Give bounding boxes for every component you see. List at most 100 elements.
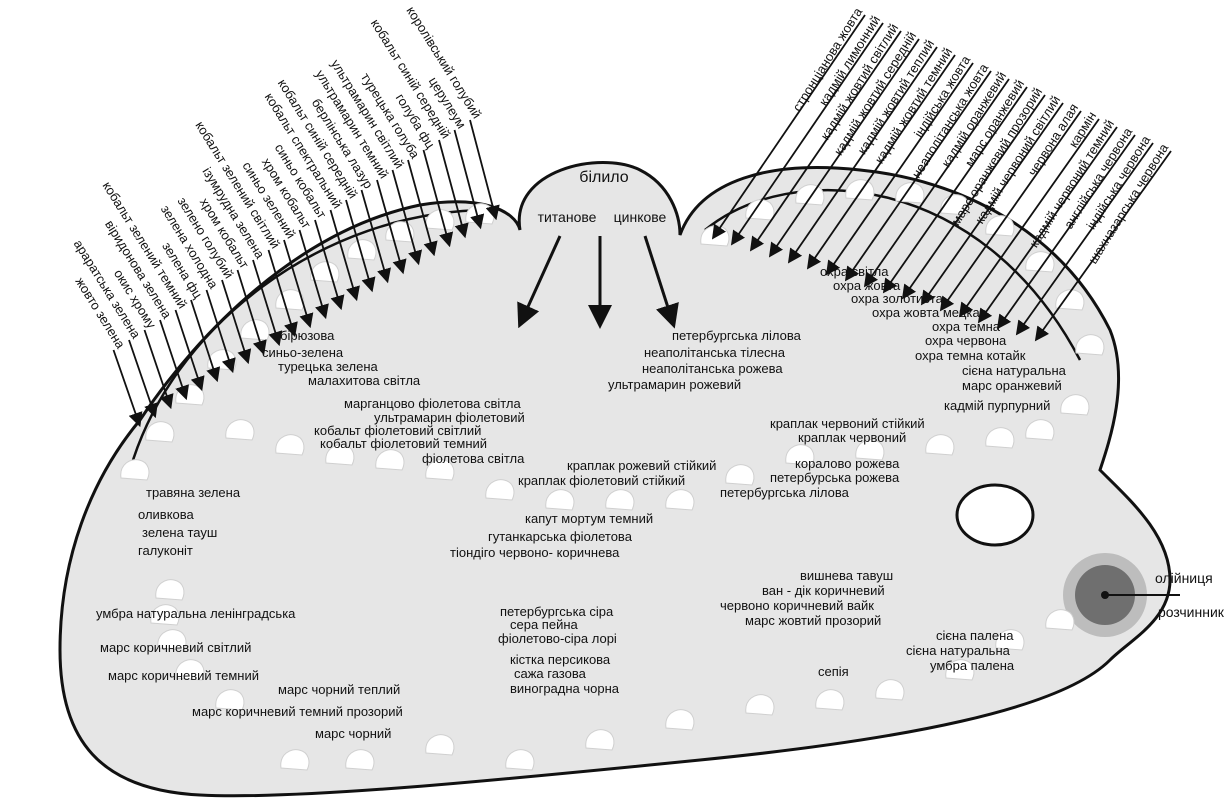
paint-blob: [120, 459, 150, 481]
paint-blob: [1025, 419, 1055, 441]
svg-text:охра жовта мецкар: охра жовта мецкар: [872, 305, 987, 320]
group-coral: коралово рожева петербурська рожева пете…: [720, 456, 900, 500]
svg-text:марс коричневий темний прозори: марс коричневий темний прозорий: [192, 704, 403, 719]
group-umber: умбра натуральна ленінградська: [96, 606, 296, 621]
svg-text:марс коричневий світлий: марс коричневий світлий: [100, 640, 251, 655]
label-arrow: [159, 319, 189, 401]
paint-blob: [1055, 289, 1085, 311]
group-sepia: сепія: [818, 664, 849, 679]
paint-blob: [375, 449, 405, 471]
paint-blob: [425, 459, 455, 481]
paint-blob: [995, 629, 1025, 651]
svg-text:сієна натуральна: сієна натуральна: [906, 643, 1011, 658]
palette-outline: [58, 161, 1172, 798]
svg-text:сепія: сепія: [818, 664, 849, 679]
svg-text:петербурська рожева: петербурська рожева: [770, 470, 900, 485]
svg-text:ультрамарин рожевий: ультрамарин рожевий: [608, 377, 741, 392]
paint-blob: [157, 629, 187, 651]
svg-text:марс чорний теплий: марс чорний теплий: [278, 682, 400, 697]
label-arrow: [391, 169, 423, 266]
paint-blob: [545, 489, 575, 511]
label-arrow: [863, 78, 1010, 288]
svg-text:оливкова: оливкова: [138, 507, 195, 522]
svg-text:петербургська сіра: петербургська сіра: [500, 604, 614, 619]
label-arrow: [252, 259, 283, 347]
svg-text:сажа газова: сажа газова: [514, 666, 587, 681]
label-arrow: [298, 229, 329, 320]
label-arrow: [376, 179, 407, 275]
svg-text:тіондіго червоно- коричнева: тіондіго червоно- коричнева: [450, 545, 620, 560]
group-mars-brown: марс коричневий світлий марс коричневий …: [100, 640, 403, 741]
svg-text:краплак червоний: краплак червоний: [798, 430, 906, 445]
group-cherry: вишнева тавуш ван - дік коричневий черво…: [720, 568, 893, 628]
paint-blob: [585, 729, 615, 751]
svg-text:сієна натуральна: сієна натуральна: [962, 363, 1067, 378]
svg-text:сера пейна: сера пейна: [510, 617, 579, 632]
label-arrow: [438, 139, 469, 239]
paint-arc-right: [704, 188, 1082, 361]
svg-text:кобальт фіолетовий темний: кобальт фіолетовий темний: [320, 436, 487, 451]
label-arrow: [112, 349, 143, 428]
paint-blob: [485, 479, 515, 501]
svg-text:червоно коричневий вайк: червоно коричневий вайк: [720, 598, 874, 613]
label-arrow: [314, 219, 345, 311]
thumb-hole: [955, 483, 1035, 547]
svg-text:кобальт фіолетовий світлий: кобальт фіолетовий світлий: [314, 423, 481, 438]
svg-text:кістка персикова: кістка персикова: [510, 652, 611, 667]
svg-text:бірюзова: бірюзова: [280, 328, 335, 343]
paint-blob: [605, 489, 635, 511]
label-arrow: [749, 30, 902, 252]
svg-text:малахитова світла: малахитова світла: [308, 373, 421, 388]
svg-text:охра темна: охра темна: [932, 319, 1001, 334]
paint-blob: [347, 239, 377, 261]
paint-blob: [945, 659, 975, 681]
group-madder: краплак червоний стійкий краплак червони…: [770, 416, 925, 445]
paint-blob: [785, 444, 815, 466]
svg-text:краплак рожевий стійкий: краплак рожевий стійкий: [567, 458, 716, 473]
label-arrow: [806, 54, 956, 270]
svg-text:фіолетова світла: фіолетова світла: [422, 451, 525, 466]
svg-text:охра світла: охра світла: [820, 264, 889, 279]
label-arrow: [407, 159, 438, 257]
paint-blob: [150, 604, 180, 626]
group-violets: марганцово фіолетова світла ультрамарин …: [314, 396, 525, 466]
label-arrow: [844, 70, 992, 282]
paint-blob: [345, 749, 375, 771]
svg-text:умбра палена: умбра палена: [930, 658, 1015, 673]
group-siennas: сієна палена сієна натуральна умбра пале…: [906, 628, 1015, 673]
label-arrow: [221, 279, 252, 365]
label-arrow: [996, 134, 1136, 330]
label-arrow: [958, 118, 1100, 318]
label-arrow: [236, 269, 267, 356]
svg-text:коралово рожева: коралово рожева: [795, 456, 900, 471]
svg-text:турецька зелена: турецька зелена: [278, 359, 379, 374]
paint-blob: [745, 694, 775, 716]
svg-text:синьо-зелена: синьо-зелена: [262, 345, 344, 360]
svg-text:фіолетово-сіра лорі: фіолетово-сіра лорі: [498, 631, 617, 646]
paint-blob: [1045, 609, 1075, 631]
label-arrow: [939, 110, 1082, 312]
label-arrow: [787, 46, 938, 264]
group-caput: капут мортум темний гутанкарська фіолето…: [450, 511, 653, 560]
thinner-label: розчинник: [1158, 604, 1224, 620]
label-arrow: [768, 38, 920, 258]
svg-text:охра червона: охра червона: [925, 333, 1007, 348]
group-blacks: кістка персикова сажа газова виноградна …: [510, 652, 620, 696]
label-arrow: [267, 249, 298, 338]
group-ochres: охра світла охра жовта охра золотиста ох…: [820, 264, 1067, 413]
label-arrow: [825, 62, 974, 276]
svg-text:ван - дік коричневий: ван - дік коричневий: [762, 583, 885, 598]
paint-blobs: [120, 179, 1105, 771]
svg-text:умбра натуральна ленінградська: умбра натуральна ленінградська: [96, 606, 296, 621]
paint-blob: [175, 659, 205, 681]
label-arrow: [730, 22, 884, 246]
label-arrow: [190, 299, 221, 383]
white-title: білило: [579, 169, 629, 186]
label-arrow: [1034, 150, 1172, 342]
paint-blob: [425, 734, 455, 756]
paint-blob: [815, 689, 845, 711]
svg-text:гутанкарська фіолетова: гутанкарська фіолетова: [488, 529, 633, 544]
svg-text:галуконіт: галуконіт: [138, 543, 193, 558]
